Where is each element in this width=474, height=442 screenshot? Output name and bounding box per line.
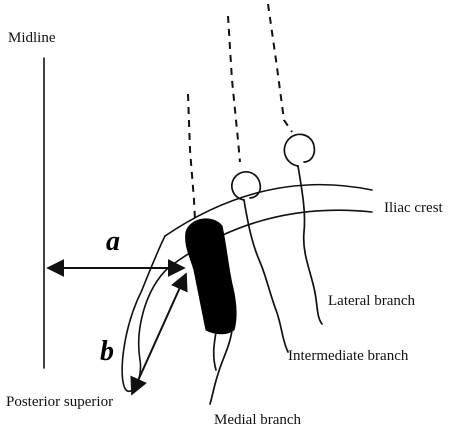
iliac-crest-label: Iliac crest [384,200,444,216]
medial-branch-nerve-secondary [212,331,217,371]
lateral-branch-nerve [297,165,323,325]
lateral-branch-dashed-segment [267,3,293,133]
medial-branch-black-mass [185,218,237,335]
lateral-branch-label: Lateral branch [328,293,416,309]
medial-branch-nerve [209,329,233,405]
intermediate-branch-nerve [243,199,289,353]
iliac-crest-outer-arc [164,183,373,237]
posterior-superior-spine-outline [121,235,169,393]
distance-a-label: a [106,226,120,257]
intermediate-branch-dashed-segment [227,15,241,163]
medial-branch-dashed-segment [187,93,196,221]
intermediate-branch-label: Intermediate branch [288,348,409,364]
lateral-branch-loop [283,133,316,167]
medial-branch-label: Medial branch [214,412,302,428]
midline-label: Midline [8,30,56,46]
posterior-superior-label: Posterior superior [6,394,113,410]
intermediate-branch-loop [231,171,262,201]
distance-b-label: b [100,336,114,367]
distance-b-arrow [130,272,188,396]
